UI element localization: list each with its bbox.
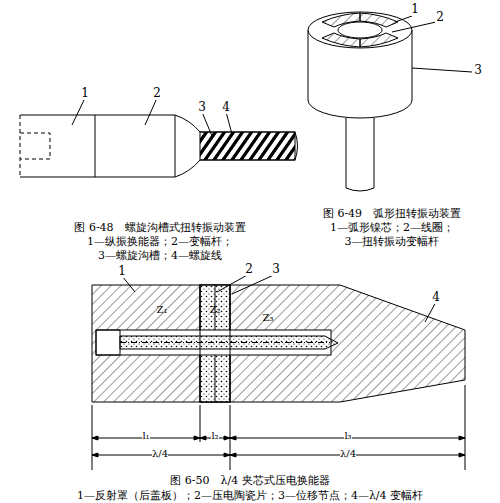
dimension-label: Z₂	[210, 304, 221, 315]
callout-number: 2	[244, 263, 254, 276]
figure-caption: 1—反射罩（后盖板）；2—压电陶瓷片；3—位移节点；4—λ/4 变幅杆	[77, 490, 423, 502]
figure-caption: 3—扭转振动变幅杆	[345, 236, 440, 248]
dimension-label: Z₁	[157, 304, 168, 315]
callout-number: 3	[197, 101, 207, 114]
figure-caption: 3—螺旋沟槽；4—螺旋线	[98, 250, 222, 262]
callout-number: 3	[271, 263, 281, 276]
figure-caption: 图 6-48 螺旋沟槽式扭转振动装置	[74, 222, 245, 234]
figure-caption: 1—弧形镍芯；2—线圈；	[330, 222, 454, 234]
figure-caption: 图 6-49 弧形扭转振动装置	[323, 208, 461, 220]
callout-number: 1	[80, 87, 90, 100]
dimension-label: l₂	[211, 430, 218, 441]
dimension-label: l₃	[344, 430, 351, 441]
callout-number: 2	[152, 87, 162, 100]
callout-number: 1	[410, 3, 420, 16]
dimension-label: λ/4	[340, 448, 356, 459]
figure-caption: 1—纵振换能器；2—变幅杆；	[87, 236, 233, 248]
dimension-label: l₁	[142, 430, 149, 441]
callout-number: 3	[473, 64, 483, 77]
dimension-label: Z₃	[263, 312, 274, 323]
callout-number: 4	[221, 101, 231, 114]
spiral-device	[20, 98, 298, 177]
callout-number: 4	[431, 291, 441, 304]
callout-number: 2	[435, 11, 445, 24]
dimension-label: λ/4	[152, 448, 168, 459]
callout-number: 1	[117, 265, 127, 278]
sandwich-transducer	[92, 274, 465, 470]
figure-caption: 图 6-50 λ/4 夹芯式压电换能器	[170, 475, 329, 487]
arc-torsion-device	[308, 12, 472, 191]
